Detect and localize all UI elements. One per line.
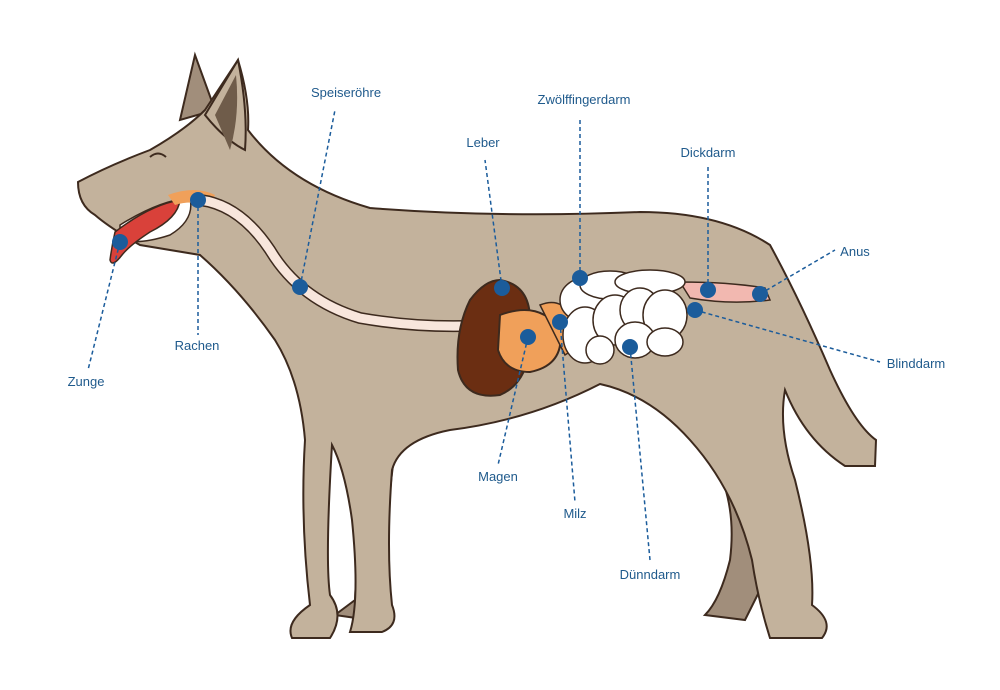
- label-dickdarm: Dickdarm: [680, 145, 736, 160]
- label-milz: Milz: [563, 506, 587, 521]
- label-blinddarm: Blinddarm: [886, 356, 946, 371]
- label-leber: Leber: [466, 135, 500, 150]
- label-magen: Magen: [478, 469, 518, 484]
- label-rachen: Rachen: [174, 338, 220, 353]
- small-intestine: [559, 269, 688, 365]
- label-zwoelffingerdarm: Zwölffingerdarm: [537, 92, 631, 107]
- leader-lines: [87, 109, 881, 561]
- label-zunge: Zunge: [67, 374, 105, 389]
- label-speiseroehre: Speiseröhre: [310, 85, 382, 100]
- marker-dots: [112, 192, 768, 355]
- inner-ear: [215, 75, 238, 150]
- far-ear: [178, 51, 217, 122]
- label-anus: Anus: [840, 244, 870, 259]
- eye-icon: [149, 152, 167, 158]
- tongue: [109, 199, 181, 264]
- label-duenndarm: Dünndarm: [619, 567, 681, 582]
